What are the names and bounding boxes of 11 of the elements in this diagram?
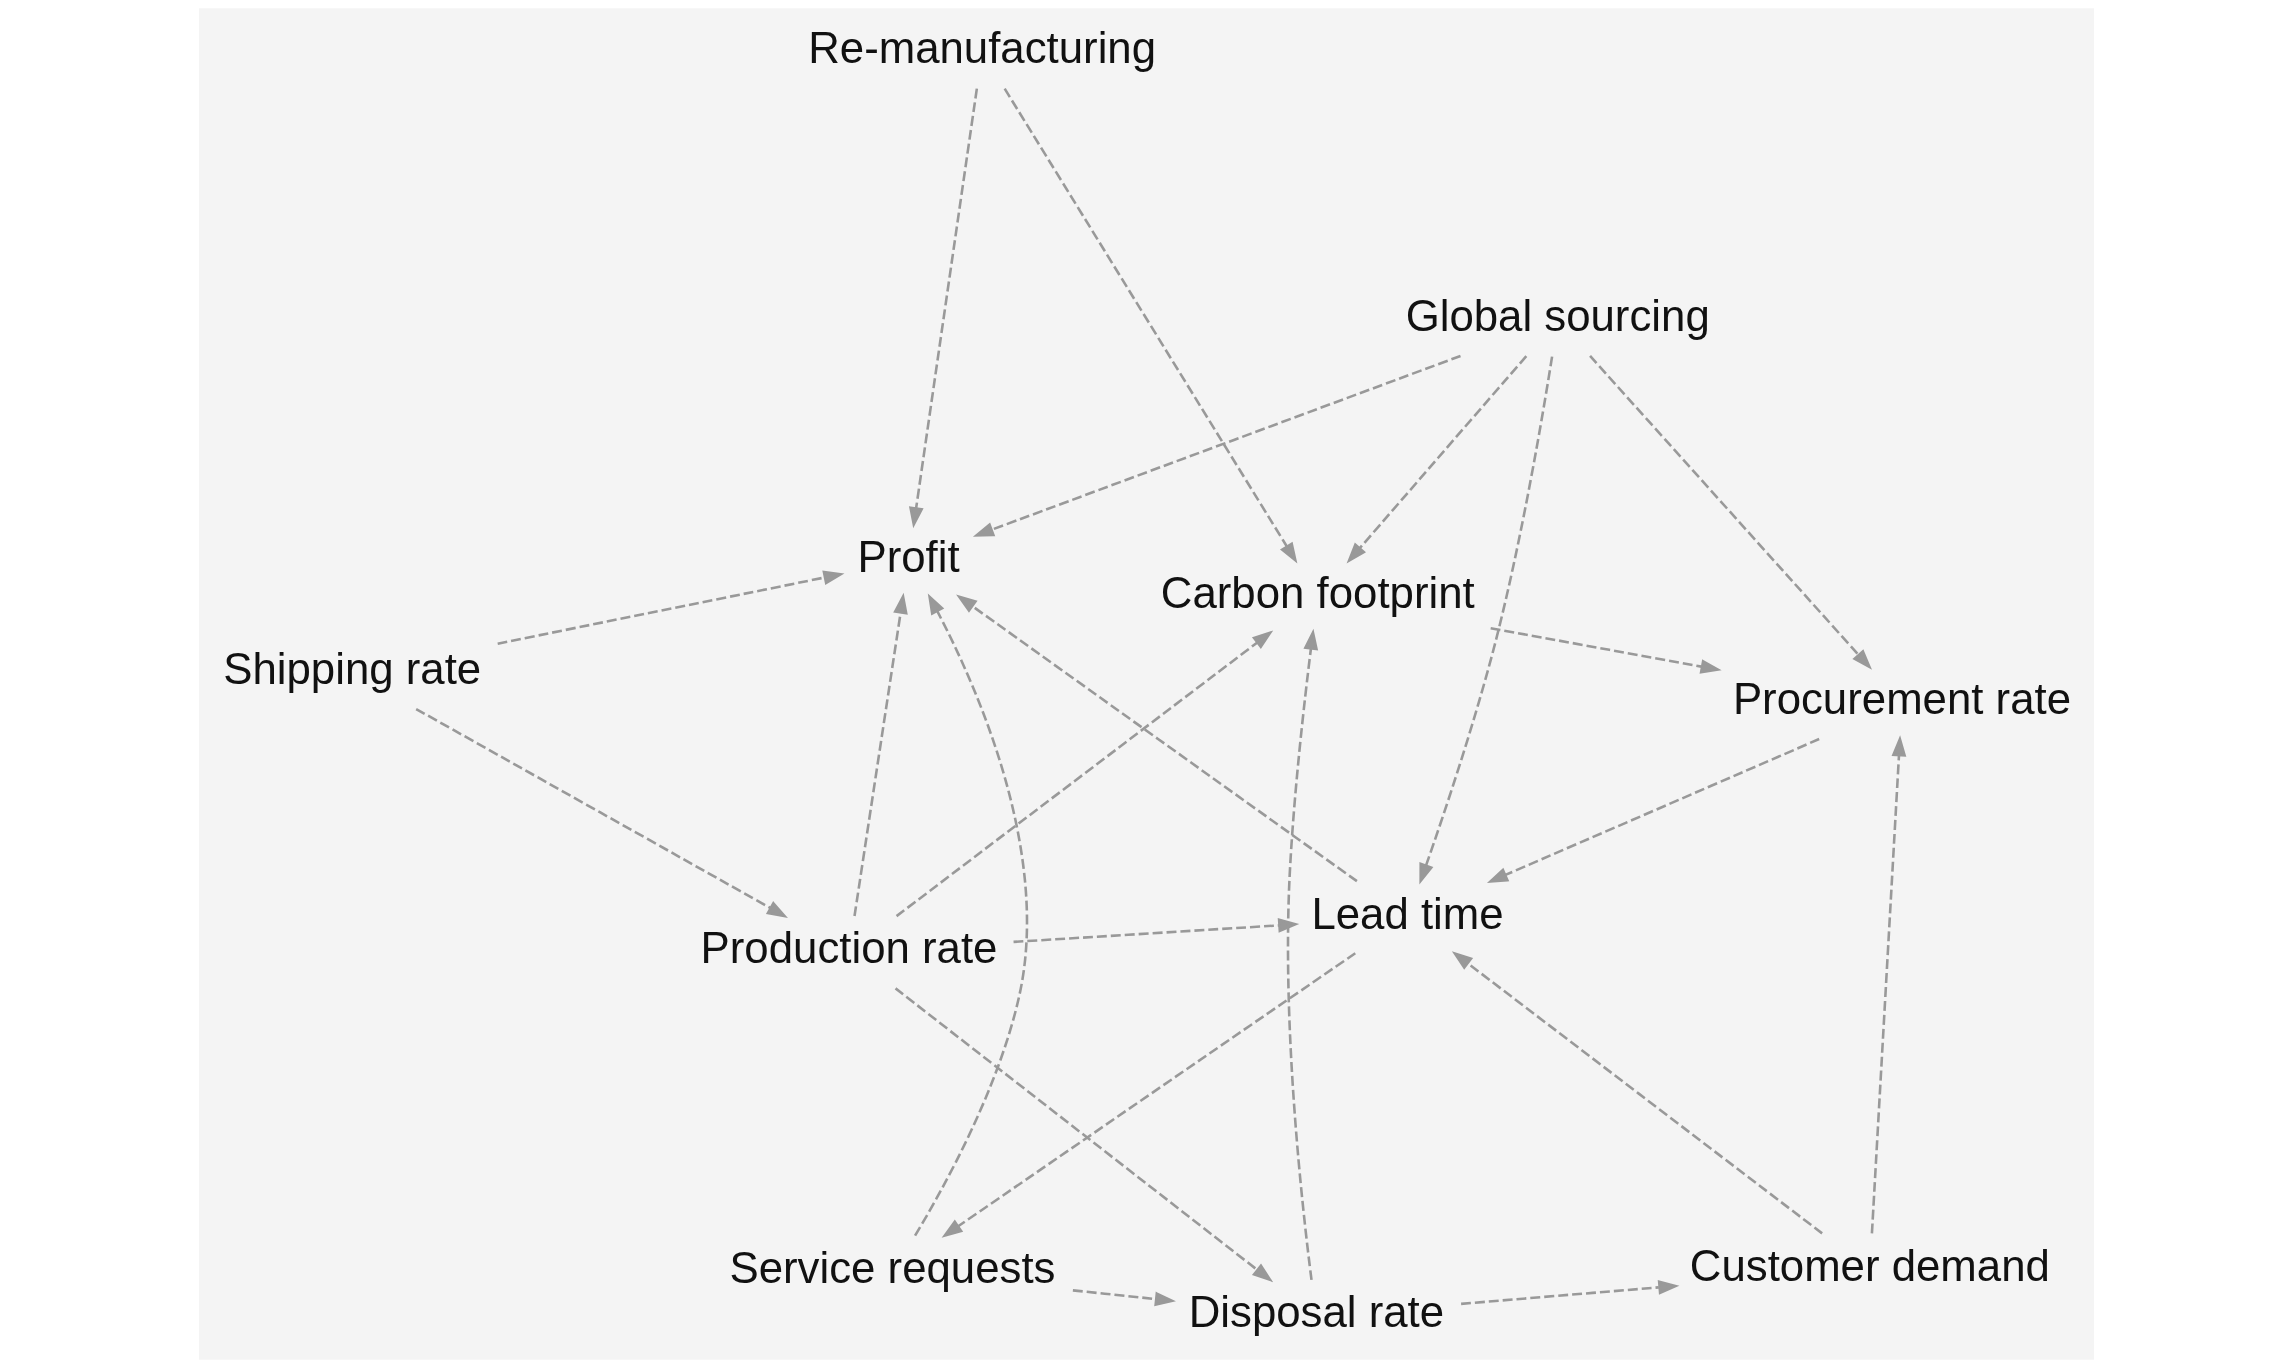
node-text: Production rate (700, 923, 997, 973)
node-text: Customer demand (1689, 1240, 2050, 1290)
node-text: Disposal rate (1188, 1287, 1444, 1337)
node-text: Lead time (1310, 888, 1504, 938)
node-text: Global sourcing (1405, 291, 1710, 341)
node-text: Procurement rate (1732, 674, 2071, 724)
node-text: Profit (856, 531, 960, 581)
node-text: Shipping rate (222, 644, 481, 694)
node-text: Carbon footprint (1160, 567, 1475, 617)
node-text: Service requests (728, 1242, 1055, 1292)
node-text: Re-manufacturing (807, 23, 1156, 73)
